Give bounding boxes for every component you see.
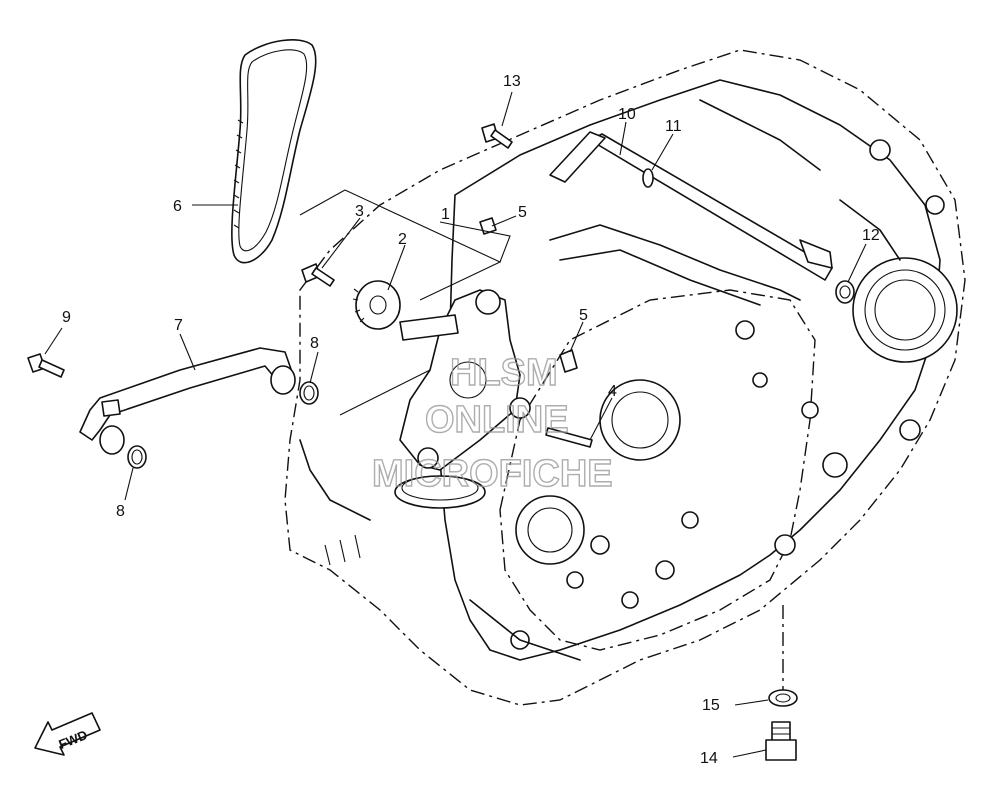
o-ring-11 xyxy=(642,168,654,188)
callout-7: 7 xyxy=(174,317,183,334)
callout-3: 3 xyxy=(355,203,364,220)
oil-pump-assembly xyxy=(394,289,531,509)
forward-direction-arrow: FWD xyxy=(34,712,101,756)
drain-plug xyxy=(765,721,797,761)
callout-11: 11 xyxy=(665,118,682,135)
bolt-9 xyxy=(27,353,65,378)
callout-labels: 1 2 3 4 5 5 6 7 8 8 9 10 11 12 13 14 15 xyxy=(62,73,880,767)
callout-6: 6 xyxy=(173,198,182,215)
oil-delivery-pipe xyxy=(79,347,296,455)
callout-2: 2 xyxy=(398,231,407,248)
callout-13: 13 xyxy=(503,73,521,90)
pump-drive-sprocket xyxy=(352,280,401,330)
long-bolt-10 xyxy=(589,133,833,281)
callout-14: 14 xyxy=(700,750,718,767)
callout-8-lower: 8 xyxy=(116,503,125,520)
callout-5-upper: 5 xyxy=(518,204,527,221)
leader-lines xyxy=(44,91,867,758)
o-ring-lower xyxy=(127,445,147,469)
dowel-pin-lower xyxy=(559,349,578,373)
bolt-13 xyxy=(481,123,606,183)
callout-4: 4 xyxy=(608,383,617,400)
callout-15: 15 xyxy=(702,697,720,714)
drain-plug-gasket xyxy=(768,689,798,707)
o-ring-upper xyxy=(299,381,319,405)
watermark-line-2: ONLINE xyxy=(425,399,569,441)
watermark: HLSM ONLINE MICROFICHE xyxy=(371,351,613,495)
callout-5-lower: 5 xyxy=(579,307,588,324)
pump-drive-chain xyxy=(231,39,317,264)
bolt-3 xyxy=(301,263,335,287)
watermark-line-1: HLSM xyxy=(450,352,558,394)
callout-1: 1 xyxy=(441,206,450,223)
callout-12: 12 xyxy=(862,227,880,244)
callout-10: 10 xyxy=(618,106,636,123)
watermark-line-3: MICROFICHE xyxy=(372,453,613,495)
callout-8-upper: 8 xyxy=(310,335,319,352)
stud-4 xyxy=(545,427,593,448)
callout-9: 9 xyxy=(62,309,71,326)
o-ring-12 xyxy=(835,280,855,304)
crankcase xyxy=(284,49,966,706)
